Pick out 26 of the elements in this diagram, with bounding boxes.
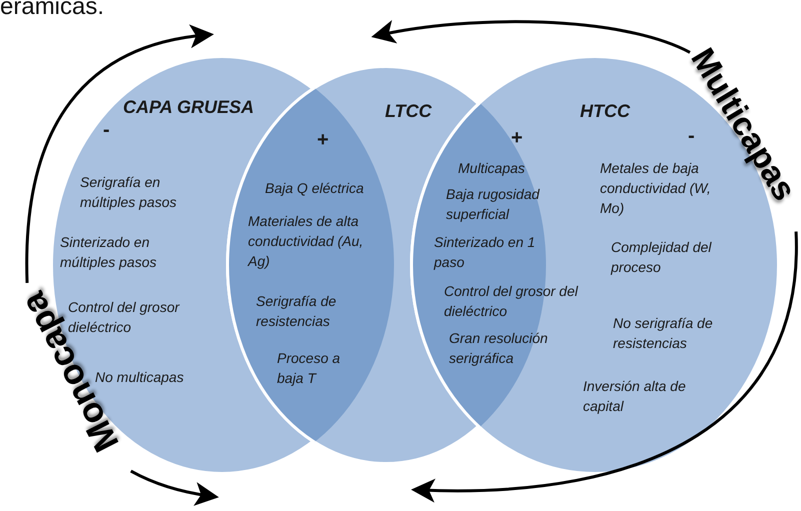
circle-title: HTCC — [580, 101, 630, 121]
feature-text: Control del grosor del dieléctrico — [444, 282, 580, 321]
feature-text: Baja rugosidad superficial — [446, 185, 541, 224]
feature-text: Inversión alta de capital — [583, 377, 687, 416]
feature-text: Sinterizado en 1 paso — [434, 233, 536, 272]
feature-text: Proceso a baja T — [277, 349, 342, 388]
paragraph-text: erámicas. — [0, 0, 104, 21]
circle-title: LTCC — [385, 101, 432, 121]
curved-arrow — [411, 232, 798, 502]
feature-text: Sinterizado en múltiples pasos — [60, 233, 158, 272]
sign-text: - — [688, 126, 695, 146]
feature-text: Multicapas — [458, 159, 525, 178]
feature-text: Complejidad del proceso — [611, 238, 713, 277]
feature-text: Baja Q eléctrica — [265, 179, 364, 198]
feature-text: Serigrafía de resistencias — [256, 292, 338, 331]
curved-arrow — [26, 25, 214, 283]
curved-arrow — [130, 470, 219, 506]
feature-text: No serigrafía de resistencias — [613, 314, 714, 353]
sign-text: + — [511, 128, 523, 148]
feature-text: Gran resolución serigráfica — [449, 329, 549, 368]
curved-arrow — [371, 20, 691, 54]
sign-text: - — [103, 120, 110, 140]
feature-text: Materiales de alta conductividad (Au, Ag) — [248, 212, 364, 271]
feature-text: Serigrafía en múltiples pasos — [80, 173, 178, 212]
circle-title: CAPA GRUESA — [123, 97, 254, 117]
sign-text: + — [317, 130, 329, 150]
